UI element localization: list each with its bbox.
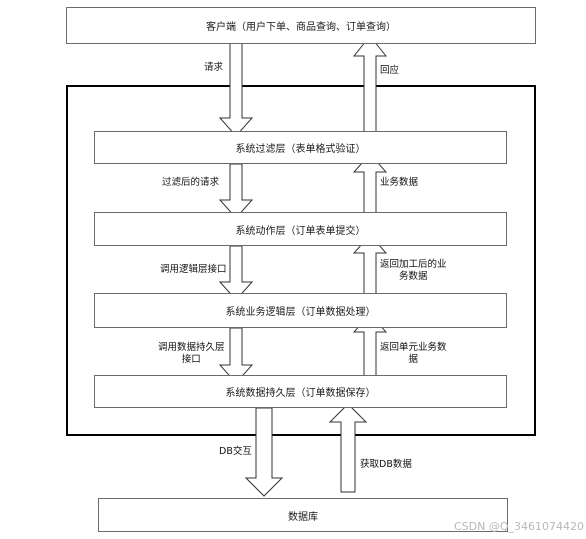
database-label: 数据库 <box>288 511 318 523</box>
filter-layer-box: 系统过滤层（表单格式验证） <box>94 131 507 164</box>
arrow-response-up <box>352 35 388 138</box>
arrow-get-db-data-up <box>328 403 368 493</box>
database-box: 数据库 <box>98 498 508 532</box>
edge-label-get-db-data: 获取DB数据 <box>360 459 412 470</box>
edge-label-db-exchange: DB交互 <box>219 446 252 457</box>
edge-label-request: 请求 <box>204 62 224 73</box>
action-layer-box: 系统动作层（订单表单提交） <box>94 212 507 246</box>
arrow-filtered-request-down <box>218 163 254 219</box>
client-box: 客户端（用户下单、商品查询、订单查询） <box>66 7 536 44</box>
persistence-layer-box: 系统数据持久层（订单数据保存） <box>94 375 507 408</box>
watermark: CSDN @Q_3461074420 <box>453 520 584 533</box>
edge-label-processed-data-line1: 返回加工后的业 <box>380 259 447 270</box>
arrow-call-persist-down <box>218 327 254 384</box>
edge-label-unit-data: 返回单元业务数 据 <box>380 342 447 366</box>
edge-label-business-data: 业务数据 <box>380 177 419 188</box>
logic-layer-label: 系统业务逻辑层（订单数据处理） <box>225 307 376 318</box>
edge-label-filtered-request: 过滤后的请求 <box>162 177 220 188</box>
edge-label-call-persist-line1: 调用数据持久层 <box>158 342 225 353</box>
arrow-request-down <box>218 41 254 137</box>
edge-label-processed-data-line2: 务数据 <box>399 271 428 282</box>
arrow-db-exchange-down <box>244 407 284 497</box>
edge-label-call-persist: 调用数据持久层 接口 <box>158 342 225 366</box>
system-boundary-frame <box>66 85 536 436</box>
edge-label-processed-data: 返回加工后的业 务数据 <box>380 259 447 283</box>
filter-layer-label: 系统过滤层（表单格式验证） <box>235 144 366 155</box>
edge-label-response: 回应 <box>380 65 400 76</box>
edge-label-call-logic: 调用逻辑层接口 <box>160 264 227 275</box>
persistence-layer-label: 系统数据持久层（订单数据保存） <box>225 388 376 399</box>
logic-layer-box: 系统业务逻辑层（订单数据处理） <box>94 293 507 328</box>
arrow-call-logic-down <box>218 245 254 301</box>
edge-label-unit-data-line2: 据 <box>408 354 419 365</box>
action-layer-label: 系统动作层（订单表单提交） <box>235 225 366 237</box>
edge-label-unit-data-line1: 返回单元业务数 <box>380 342 447 353</box>
edge-label-call-persist-line2: 接口 <box>181 354 201 365</box>
client-label: 客户端（用户下单、商品查询、订单查询） <box>206 22 396 33</box>
